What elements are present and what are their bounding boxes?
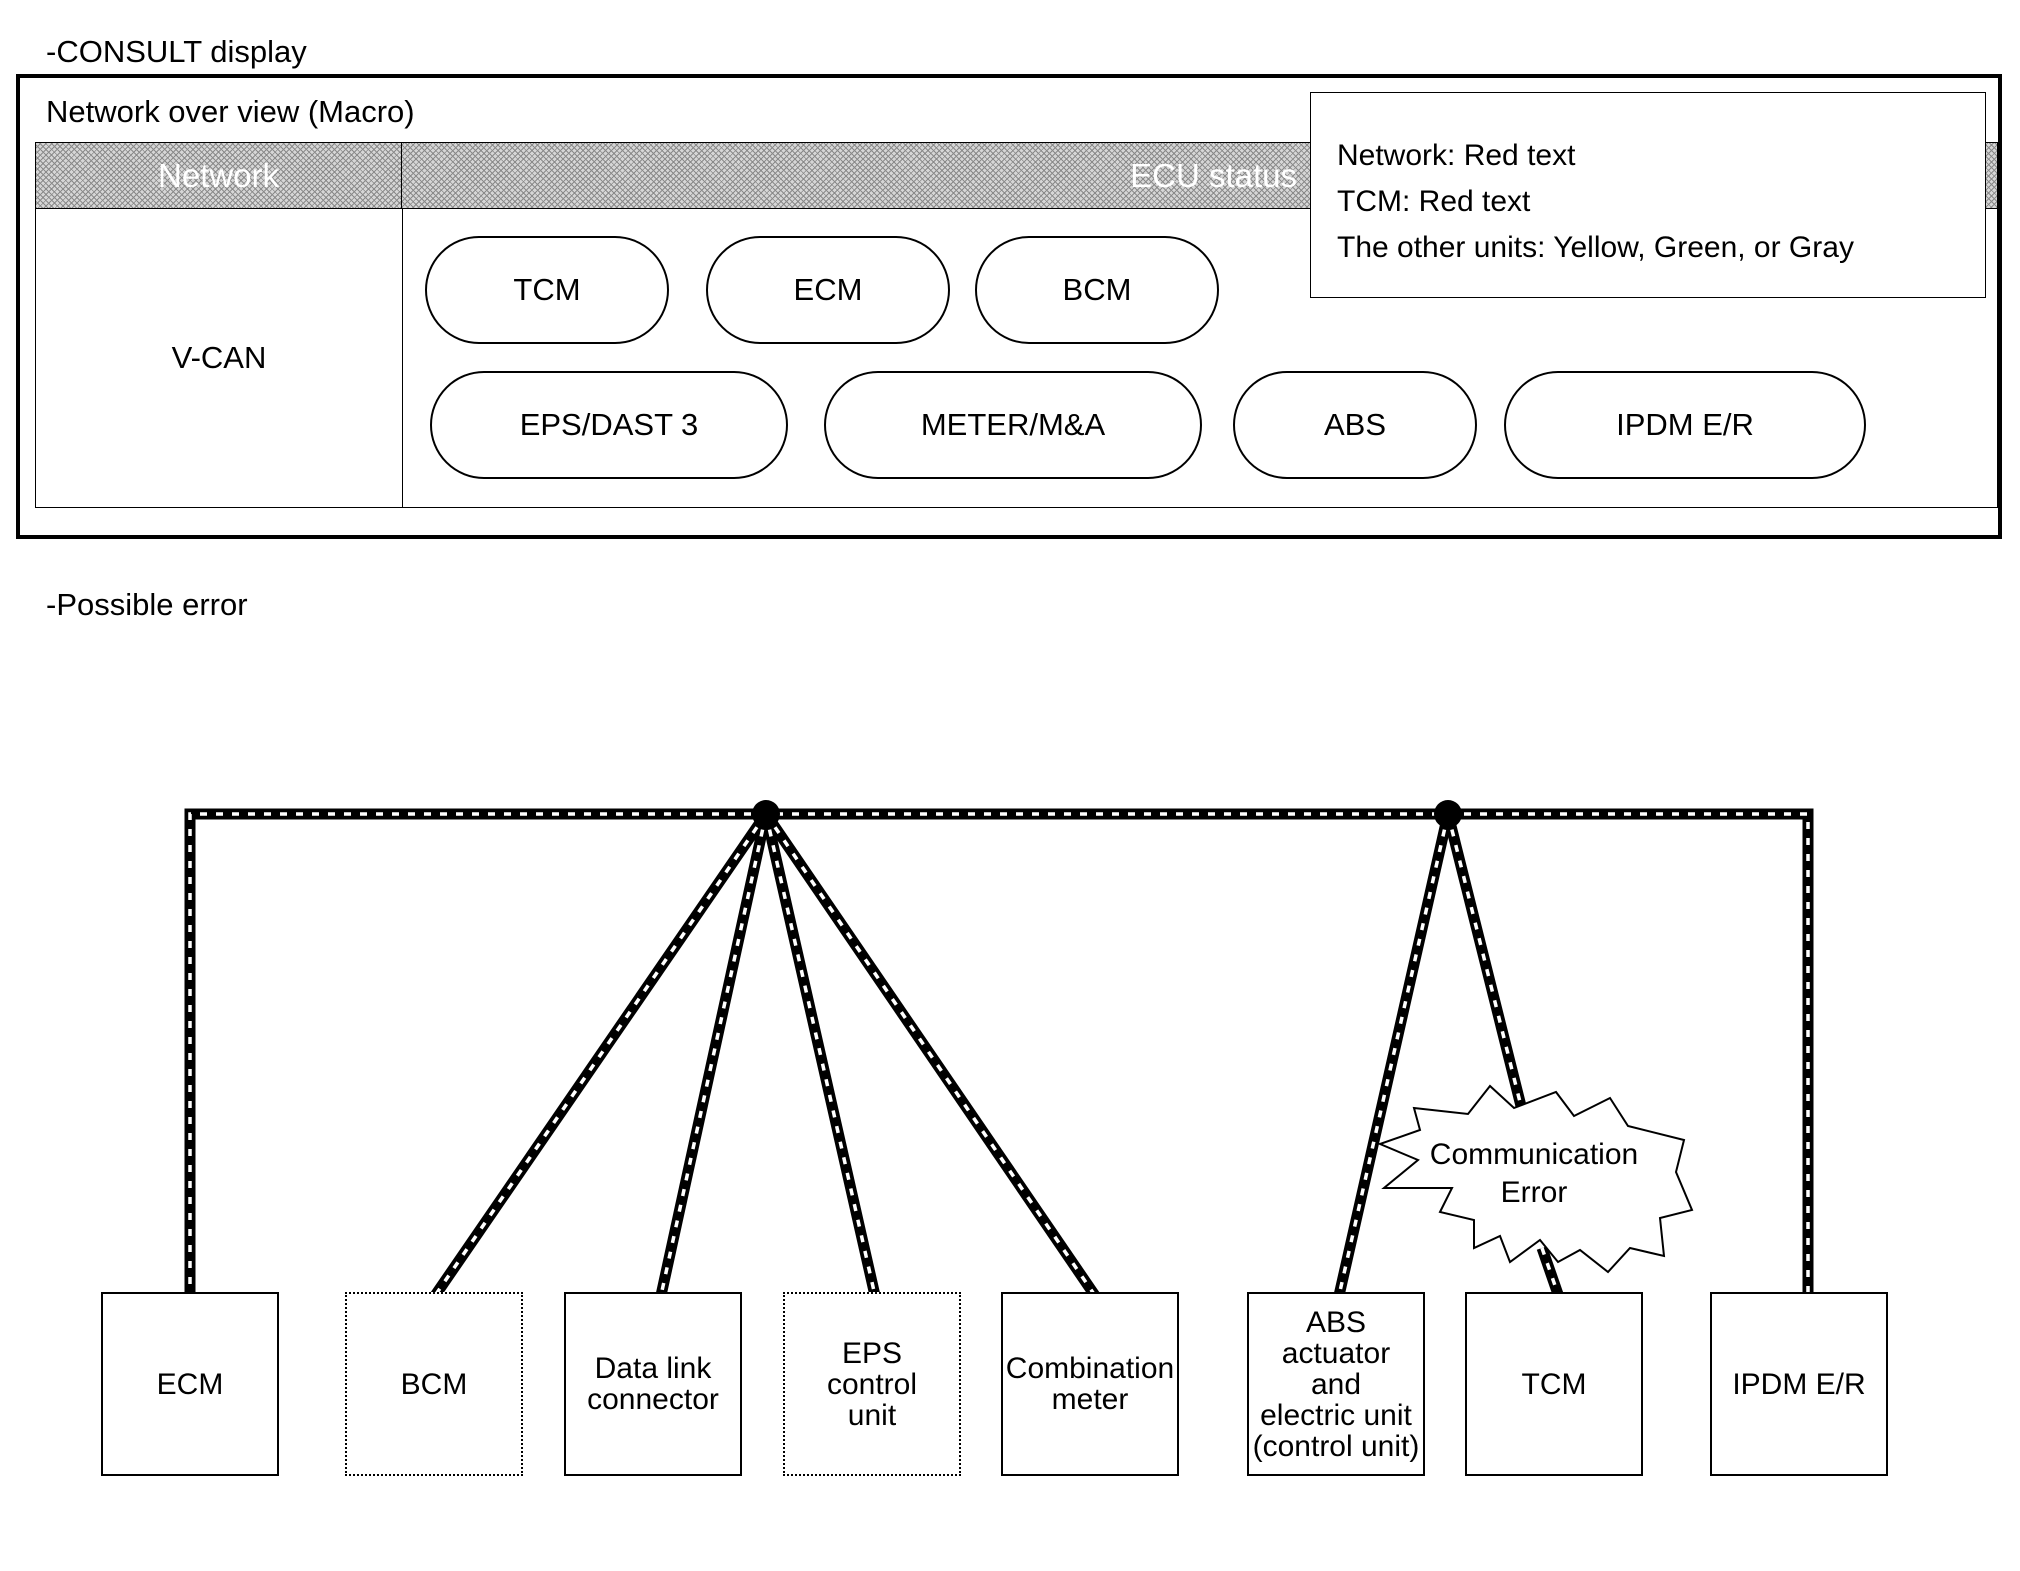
ecu-pill-bcm[interactable]: BCM [975, 236, 1219, 344]
network-status-table: Network ECU status V-CAN TCM ECM BCM EPS… [35, 142, 1998, 508]
communication-error-label: Communication Error [1429, 1138, 1639, 1209]
ecu-pill-meter[interactable]: METER/M&A [824, 371, 1202, 479]
node-abs-actuator: ABS actuator and electric unit (control … [1247, 1292, 1425, 1476]
legend-tcm: TCM: Red text [1337, 185, 1531, 218]
ecu-status-column-header: ECU status [402, 143, 1997, 209]
node-ecm: ECM [101, 1292, 279, 1476]
junction-point-right [1434, 800, 1462, 828]
communication-error-burst [1377, 1084, 1694, 1274]
node-ipdm-er: IPDM E/R [1710, 1292, 1888, 1476]
junction-point-left [752, 800, 780, 828]
ecu-pill-ipdm[interactable]: IPDM E/R [1504, 371, 1866, 479]
network-column-header: Network [36, 143, 402, 209]
node-tcm: TCM [1465, 1292, 1643, 1476]
consult-display-label: -CONSULT display [46, 34, 307, 69]
possible-error-label: -Possible error [46, 587, 248, 622]
legend-network: Network: Red text [1337, 139, 1576, 172]
column-divider [402, 209, 403, 507]
ecu-pill-tcm[interactable]: TCM [425, 236, 669, 344]
ecu-pill-ecm[interactable]: ECM [706, 236, 950, 344]
consult-display-panel: Network over view (Macro) Network ECU st… [16, 74, 2002, 539]
node-bcm: BCM [345, 1292, 523, 1476]
node-eps-control-unit: EPS control unit [783, 1292, 961, 1476]
node-combination-meter: Combination meter [1001, 1292, 1179, 1476]
color-legend-box: Network: Red text TCM: Red text The othe… [1310, 92, 1986, 298]
node-data-link-connector: Data link connector [564, 1292, 742, 1476]
network-overview-title: Network over view (Macro) [46, 94, 415, 129]
bus-line-pattern [188, 812, 1810, 1301]
network-name-v-can: V-CAN [171, 340, 267, 375]
legend-other-units: The other units: Yellow, Green, or Gray [1337, 231, 1854, 264]
ecu-pill-eps-dast[interactable]: EPS/DAST 3 [430, 371, 788, 479]
can-bus-lines [184, 808, 1814, 1304]
ecu-pill-abs[interactable]: ABS [1233, 371, 1477, 479]
